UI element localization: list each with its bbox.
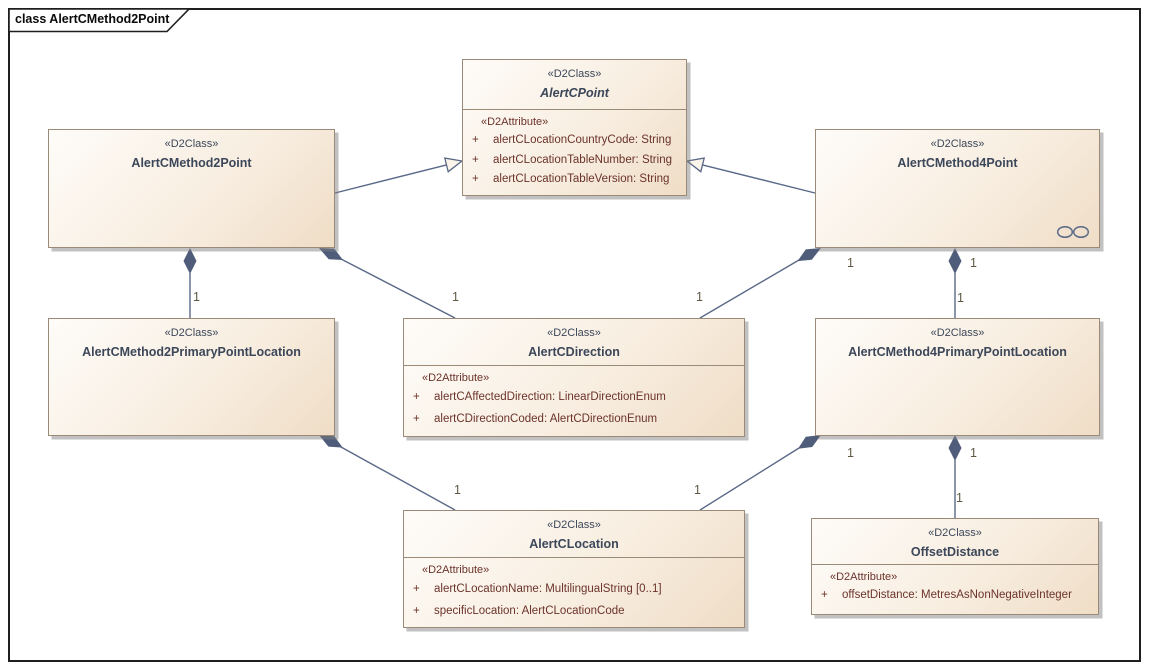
attribute-text: alertCLocationName: MultilingualString [… — [434, 583, 662, 595]
attribute-visibility: + — [413, 604, 420, 617]
class-stereotype: «D2Class» — [164, 327, 219, 339]
attribute[interactable]: + alertCAffectedDirection: LinearDirecti… — [404, 387, 744, 409]
attribute-stereotype: «D2Attribute» — [830, 571, 898, 583]
glasses-icon — [1056, 225, 1090, 239]
class-header: «D2Class» AlertCPoint — [463, 60, 686, 102]
multiplicity-label: 1 — [193, 290, 200, 304]
multiplicity-label: 1 — [452, 290, 459, 304]
attribute[interactable]: + alertCLocationTableVersion: String — [463, 170, 686, 190]
attribute-text: alertCLocationTableVersion: String — [493, 173, 670, 185]
class-header: «D2Class» AlertCDirection — [404, 319, 744, 361]
class-stereotype: «D2Class» — [547, 327, 601, 339]
multiplicity-label: 1 — [847, 446, 854, 460]
attribute[interactable]: + specificLocation: AlertCLocationCode — [404, 601, 744, 623]
attribute-visibility: + — [472, 153, 479, 166]
class-box-alertcmethod2point[interactable]: «D2Class» AlertCMethod2Point — [48, 129, 335, 248]
attribute-visibility: + — [413, 412, 420, 425]
class-header: «D2Class» OffsetDistance — [812, 519, 1098, 561]
class-box-alertcmethod4point[interactable]: «D2Class» AlertCMethod4Point — [815, 129, 1100, 248]
class-box-alertcdirection[interactable]: «D2Class» AlertCDirection «D2Attribute» … — [403, 318, 745, 437]
attribute-stereotype: «D2Attribute» — [422, 372, 490, 384]
class-box-alertclocation[interactable]: «D2Class» AlertCLocation «D2Attribute» +… — [403, 510, 745, 628]
class-box-alertcmethod4primarypointlocation[interactable]: «D2Class» AlertCMethod4PrimaryPointLocat… — [815, 318, 1100, 436]
class-box-alertcpoint[interactable]: «D2Class» AlertCPoint «D2Attribute» + al… — [462, 59, 687, 196]
class-header: «D2Class» AlertCMethod4Point — [816, 130, 1099, 172]
attribute[interactable]: + alertCLocationTableNumber: String — [463, 151, 686, 171]
class-box-alertcmethod2primarypointlocation[interactable]: «D2Class» AlertCMethod2PrimaryPointLocat… — [48, 318, 335, 436]
attribute-text: alertCDirectionCoded: AlertCDirectionEnu… — [434, 412, 658, 425]
attribute-text: specificLocation: AlertCLocationCode — [434, 604, 625, 617]
class-name: AlertCMethod4Point — [897, 156, 1018, 170]
attribute-text: alertCLocationCountryCode: String — [493, 134, 672, 146]
class-name: AlertCMethod2PrimaryPointLocation — [82, 345, 301, 359]
class-name: OffsetDistance — [910, 545, 1000, 559]
class-name: AlertCLocation — [529, 537, 619, 551]
attribute[interactable]: + alertCDirectionCoded: AlertCDirectionE… — [404, 409, 744, 431]
class-header: «D2Class» AlertCMethod4PrimaryPointLocat… — [816, 319, 1099, 361]
attribute-visibility: + — [413, 391, 420, 403]
multiplicity-label: 1 — [957, 291, 964, 305]
multiplicity-label: 1 — [956, 491, 963, 505]
class-stereotype: «D2Class» — [930, 327, 985, 339]
attribute[interactable]: + alertCLocationName: MultilingualString… — [404, 579, 744, 601]
attribute-visibility: + — [413, 583, 420, 595]
attribute-compartment: «D2Attribute» + offsetDistance: MetresAs… — [812, 564, 1098, 614]
multiplicity-label: 1 — [847, 256, 854, 270]
class-header: «D2Class» AlertCMethod2PrimaryPointLocat… — [49, 319, 334, 361]
attribute[interactable]: + alertCLocationCountryCode: String — [463, 131, 686, 151]
attribute-visibility: + — [472, 173, 479, 185]
attribute-text: alertCAffectedDirection: LinearDirection… — [434, 391, 666, 403]
diagram-title-tab[interactable] — [8, 8, 192, 33]
class-stereotype: «D2Class» — [930, 138, 985, 150]
attribute-text: alertCLocationTableNumber: String — [493, 153, 672, 166]
class-header: «D2Class» AlertCLocation — [404, 511, 744, 553]
attribute-compartment: «D2Attribute» + alertCLocationCountryCod… — [463, 109, 686, 195]
class-name: AlertCMethod2Point — [131, 156, 252, 170]
multiplicity-label: 1 — [694, 483, 701, 497]
class-stereotype: «D2Class» — [164, 138, 219, 150]
multiplicity-label: 1 — [696, 290, 703, 304]
attribute-compartment: «D2Attribute» + alertCAffectedDirection:… — [404, 365, 744, 436]
attribute-stereotype: «D2Attribute» — [422, 564, 490, 576]
attribute-text: offsetDistance: MetresAsNonNegativeInteg… — [842, 589, 1072, 601]
attribute-stereotype: «D2Attribute» — [481, 116, 549, 128]
class-stereotype: «D2Class» — [547, 68, 602, 80]
attribute-visibility: + — [821, 589, 828, 601]
class-stereotype: «D2Class» — [547, 519, 601, 531]
class-name: AlertCMethod4PrimaryPointLocation — [848, 345, 1067, 359]
attribute[interactable]: + offsetDistance: MetresAsNonNegativeInt… — [812, 586, 1098, 606]
attribute-compartment: «D2Attribute» + alertCLocationName: Mult… — [404, 557, 744, 627]
attribute-visibility: + — [472, 134, 479, 146]
class-box-offsetdistance[interactable]: «D2Class» OffsetDistance «D2Attribute» +… — [811, 518, 1099, 615]
diagram-title: class AlertCMethod2Point — [15, 12, 170, 26]
class-name: AlertCDirection — [528, 345, 620, 359]
multiplicity-label: 1 — [454, 483, 461, 497]
class-header: «D2Class» AlertCMethod2Point — [49, 130, 334, 172]
class-stereotype: «D2Class» — [928, 527, 982, 539]
multiplicity-label: 1 — [970, 446, 977, 460]
diagram-frame — [8, 8, 1141, 662]
class-name: AlertCPoint — [540, 86, 609, 100]
multiplicity-label: 1 — [970, 256, 977, 270]
